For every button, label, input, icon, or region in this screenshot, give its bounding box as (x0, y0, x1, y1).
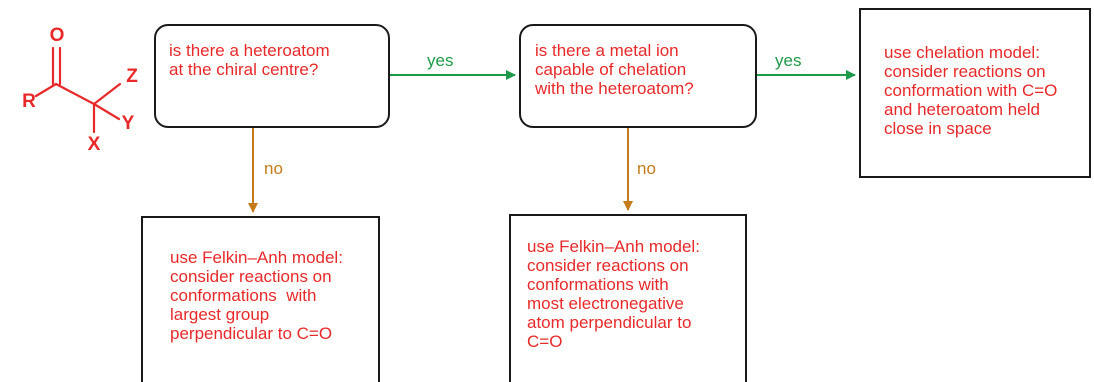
box-line: use Felkin–Anh model: (170, 248, 343, 267)
atom-x: X (88, 134, 101, 155)
chelation-model-box: use chelation model: consider reactions … (859, 8, 1091, 178)
no-label-q2: no (637, 159, 656, 178)
felkin-anh-electronegative-box: use Felkin–Anh model: consider reactions… (509, 214, 747, 382)
box-line: consider reactions on (884, 62, 1046, 81)
bond-r-carbonyl (34, 82, 58, 98)
box-line: conformations with (527, 275, 669, 294)
yes-label-q1: yes (427, 51, 454, 70)
atom-y: Y (122, 113, 135, 134)
box-line: most electronegative (527, 294, 684, 313)
box-line: consider reactions on (527, 256, 689, 275)
no-label-q1: no (264, 159, 283, 178)
box-line: consider reactions on (170, 267, 332, 286)
box-line: is there a metal ion (535, 41, 679, 60)
box-line: at the chiral centre? (169, 60, 319, 79)
bond-centre-y (92, 102, 121, 121)
box-line: with the heteroatom? (535, 79, 694, 98)
question-heteroatom-box: is there a heteroatom at the chiral cent… (154, 24, 390, 128)
box-line: atom perpendicular to (527, 313, 692, 332)
box-line: largest group (170, 305, 270, 324)
atom-r: R (22, 91, 36, 112)
yes-label-q2: yes (775, 51, 802, 70)
box-line: close in space (884, 119, 992, 138)
felkin-anh-largest-group-box: use Felkin–Anh model: consider reactions… (141, 216, 380, 382)
box-line: use chelation model: (884, 43, 1040, 62)
box-line: conformations with (170, 286, 317, 305)
atom-z: Z (126, 66, 138, 87)
atom-o: O (50, 25, 65, 46)
molecule-structure: O R Z Y X (22, 25, 138, 155)
box-line: conformation with C=O (884, 81, 1058, 100)
bond-carbonyl-chiral-centre (54, 82, 96, 106)
bond-centre-z (92, 82, 122, 106)
box-line: is there a heteroatom (169, 41, 330, 60)
question-metal-ion-box: is there a metal ion capable of chelatio… (519, 24, 757, 128)
box-line: use Felkin–Anh model: (527, 237, 700, 256)
box-line: C=O (527, 332, 563, 351)
box-line: and heteroatom held (884, 100, 1040, 119)
box-line: capable of chelation (535, 60, 687, 79)
box-line: perpendicular to C=O (170, 324, 333, 343)
